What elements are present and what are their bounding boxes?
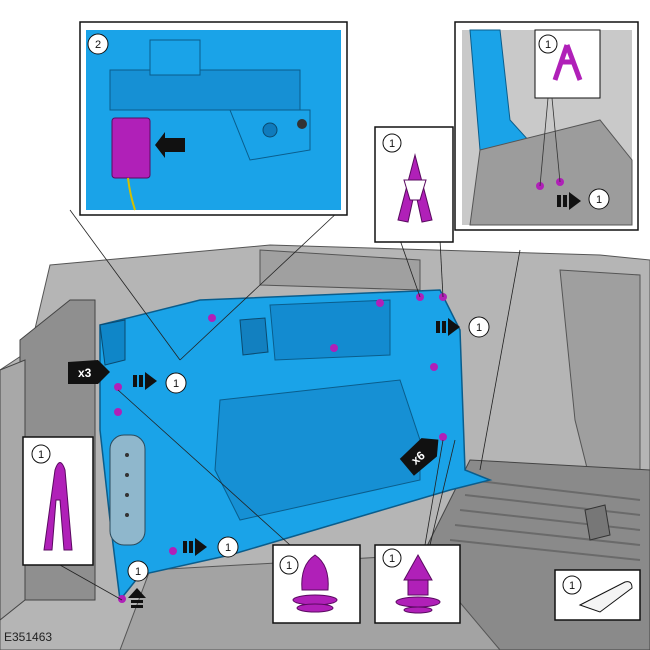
quarter-trim-panel (99, 289, 493, 602)
callout-clip-left: 1 (38, 449, 44, 461)
fastener-dot (114, 408, 122, 416)
fastener-dot (430, 363, 438, 371)
callout-push-pin: 1 (389, 553, 395, 565)
callout-pin: 1 (286, 560, 292, 572)
detail-tool: 1 (554, 569, 641, 621)
fastener-dot (208, 314, 216, 322)
removal-arrow-icon (183, 538, 207, 556)
fastener-dot (118, 595, 126, 603)
fastener-dot (439, 433, 447, 441)
removal-arrow-icon (133, 372, 157, 390)
multiplier-badge-right: x6 (399, 438, 439, 476)
detail-push-pin: 1 (374, 544, 461, 624)
arrow-right-upper: 1 (436, 316, 490, 338)
leader-lines (59, 209, 521, 601)
callout-clip-mid: 1 (389, 138, 395, 150)
callout-clip-top-arrow: 1 (596, 194, 602, 206)
removal-arrow-up-icon (128, 588, 146, 608)
fastener-points (114, 293, 447, 603)
fastener-dot (330, 344, 338, 352)
callout-clip-top: 1 (545, 39, 551, 51)
detail-clip-top: 1 1 (454, 21, 639, 231)
svg-text:1: 1 (135, 566, 141, 578)
svg-text:1: 1 (173, 378, 179, 390)
removal-arrow-icon (436, 318, 460, 336)
fastener-dot (376, 299, 384, 307)
figure-id: E351463 (4, 630, 53, 644)
fastener-dot (169, 547, 177, 555)
arrow-left-lower: 1 (183, 536, 239, 558)
svg-text:1: 1 (225, 542, 231, 554)
arrow-left-upper: 1 (133, 372, 187, 394)
fastener-dot (114, 383, 122, 391)
removal-arrow-icon (557, 192, 581, 210)
detail-pin: 1 (272, 544, 361, 624)
callout-tool: 1 (569, 580, 575, 592)
callout-2: 2 (95, 39, 101, 51)
svg-text:x3: x3 (78, 366, 92, 380)
detail-clip-left: 1 (22, 436, 94, 566)
multiplier-badge-left: x3 (68, 360, 110, 384)
detail-connector: 2 (79, 21, 348, 216)
detail-clip-mid: 1 (374, 126, 454, 243)
arrow-bottom-left: 1 (127, 560, 149, 608)
svg-text:1: 1 (476, 322, 482, 334)
